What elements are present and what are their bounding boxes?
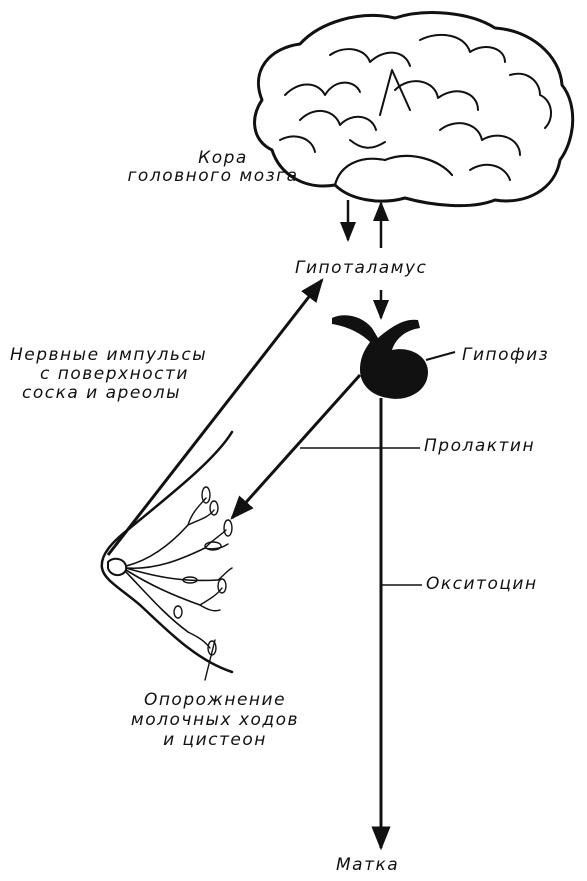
nerve-label-line2: с поверхности: [40, 364, 189, 384]
oxytocin-label: Окситоцин: [426, 574, 538, 594]
prolactin-label: Пролактин: [424, 436, 535, 456]
emptying-label-line3: и цистеон: [130, 730, 300, 750]
emptying-label-line1: Опорожнение: [120, 690, 310, 710]
breast-illustration: [102, 432, 232, 680]
uterus-label: Матка: [336, 855, 399, 875]
emptying-label-line2: молочных ходов: [105, 710, 325, 730]
pituitary-label: Гипофиз: [462, 345, 549, 365]
hypothalamus-label: Гипоталамус: [295, 258, 427, 278]
cortex-label-line1: Кора: [148, 148, 298, 168]
nerve-impulse-arrow: [108, 280, 322, 555]
nerve-label-line3: соска и ареолы: [22, 383, 181, 403]
nerve-label-line1: Нервные импульсы: [10, 345, 207, 365]
cortex-label-line2: головного мозга: [118, 166, 308, 186]
prolactin-arrow: [232, 375, 360, 518]
